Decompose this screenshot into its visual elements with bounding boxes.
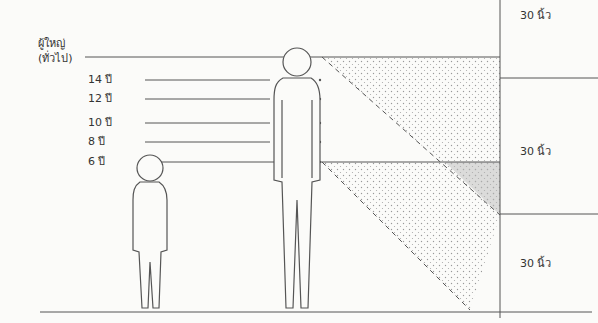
group-label: ผู้ใหญ่: [38, 38, 65, 50]
age-label: 8 ปี: [88, 136, 106, 148]
group-label: (ทั่วไป): [38, 53, 73, 65]
adult-figure: [274, 48, 320, 308]
child-figure: [133, 155, 167, 308]
age-label: 6 ปี: [88, 156, 106, 168]
sight-area: [322, 162, 500, 310]
dimension-label: 30 นิ้ว: [520, 10, 552, 22]
age-label: 14 ปี: [88, 74, 113, 86]
age-label: 10 ปี: [88, 117, 113, 129]
dimension-label: 30 นิ้ว: [520, 146, 552, 158]
age-label: 12 ปี: [88, 93, 113, 105]
dimension-label: 30 นิ้ว: [520, 258, 552, 270]
